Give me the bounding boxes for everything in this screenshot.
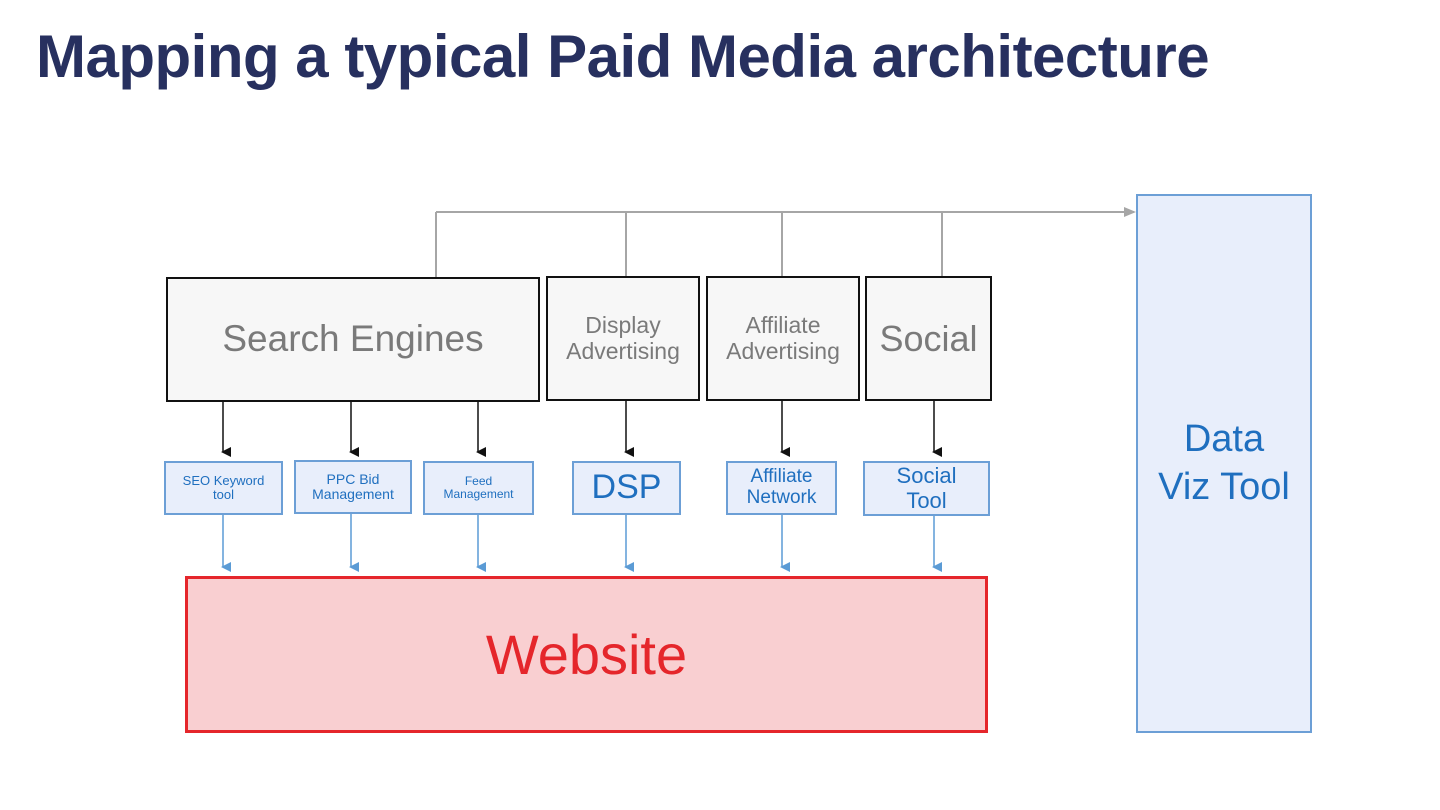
dsp-box: DSP [572,461,681,515]
ppc-bid-management-box: PPC Bid Management [294,460,412,514]
seo-keyword-tool-box: SEO Keyword tool [164,461,283,515]
data-viz-tool-box: Data Viz Tool [1136,194,1312,733]
affiliate-network-box: Affiliate Network [726,461,837,515]
tool-to-website-arrows [221,514,942,572]
data-feed-connectors [435,207,1136,278]
source-to-tool-arrows [221,401,942,457]
social-tool-box: Social Tool [863,461,990,516]
social-box: Social [865,276,992,401]
display-advertising-box: Display Advertising [546,276,700,401]
search-engines-box: Search Engines [166,277,540,402]
website-box: Website [185,576,988,733]
page-title: Mapping a typical Paid Media architectur… [36,23,1210,90]
feed-management-box: Feed Management [423,461,534,515]
affiliate-advertising-box: Affiliate Advertising [706,276,860,401]
